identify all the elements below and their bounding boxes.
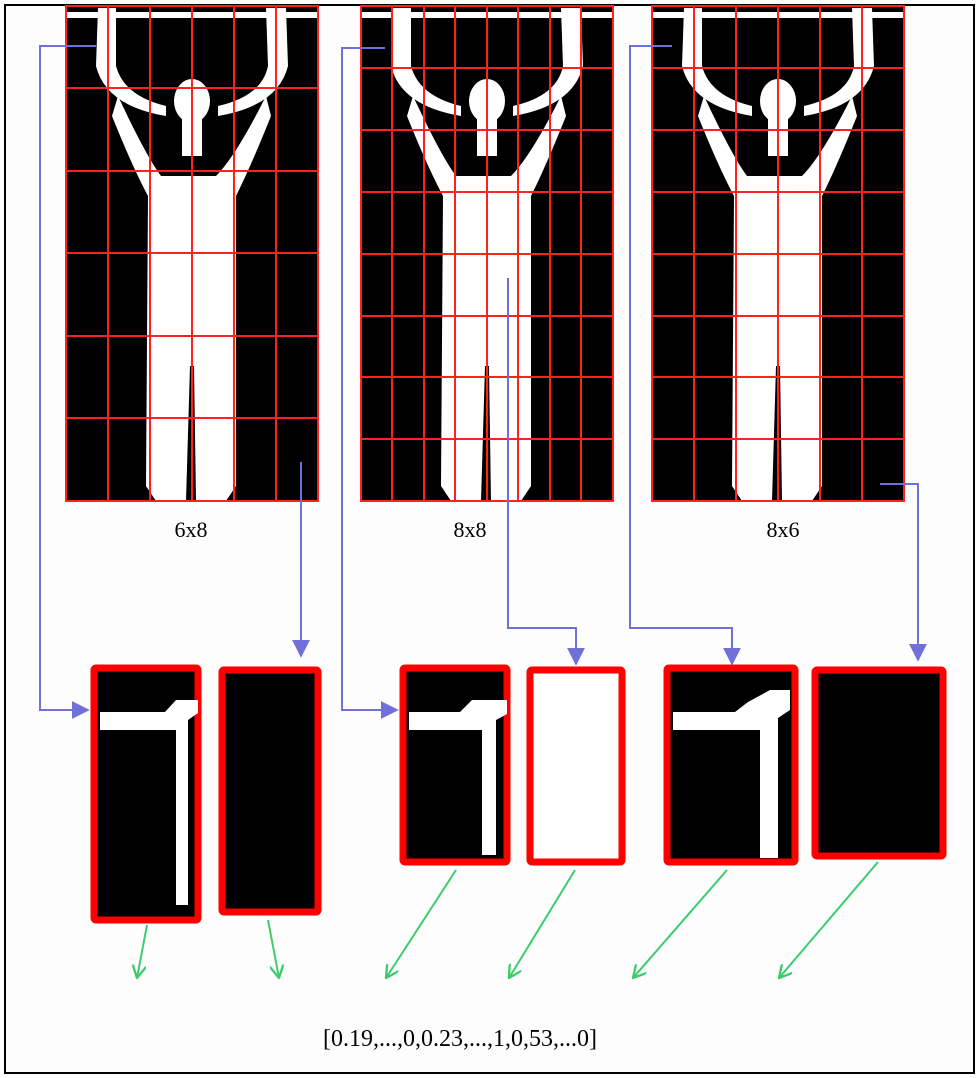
cell-6x8-top-left — [94, 668, 198, 920]
green-arrow-4 — [509, 870, 575, 978]
panel-8x8: 8x8 — [361, 6, 613, 542]
arrow-8x6-to-cell-2 — [880, 484, 918, 660]
grid-label-6x8: 6x8 — [175, 517, 208, 542]
cell-8x6-top-left — [667, 668, 795, 862]
panel-6x8: 6x8 — [66, 6, 318, 542]
green-arrow-2 — [268, 920, 279, 978]
green-arrow-1 — [137, 925, 147, 978]
cell-8x8-top-left — [403, 668, 507, 862]
green-arrow-5 — [633, 870, 727, 978]
cell-8x8-center — [530, 670, 622, 862]
grid-label-8x6: 8x6 — [767, 517, 800, 542]
cell-6x8-bottom-right — [222, 670, 318, 912]
cell-8x6-bottom-right — [815, 670, 943, 856]
feature-vector-text: [0.19,...,0,0.23,...,1,0,53,...0] — [323, 1026, 597, 1052]
green-arrow-3 — [386, 870, 456, 978]
panel-8x6: 8x6 — [652, 6, 904, 542]
green-arrow-6 — [779, 862, 878, 978]
grid-label-8x8: 8x8 — [454, 517, 487, 542]
